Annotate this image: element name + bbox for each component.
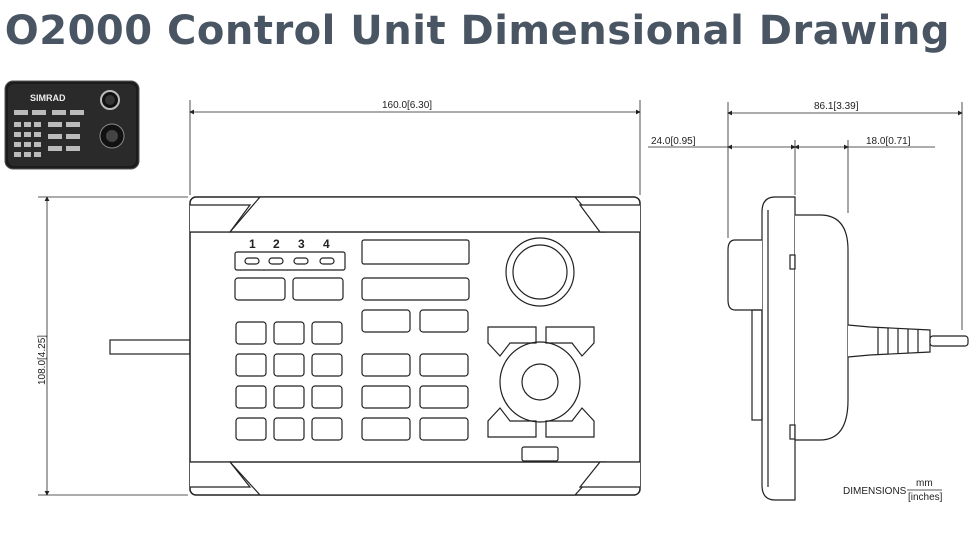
units-legend-label: DIMENSIONS — [843, 486, 907, 497]
display-window — [361, 239, 470, 265]
product-photo: SIMRAD — [4, 80, 140, 170]
cable-stub-left — [109, 339, 191, 355]
dim-front-height: 108.0[4.25] — [37, 335, 48, 385]
page-title: O2000 Control Unit Dimensional Drawing — [4, 8, 950, 54]
port-label-2: 2 — [273, 237, 280, 251]
units-legend-inches: [inches] — [908, 492, 943, 503]
port-strip — [234, 251, 346, 271]
dim-side-rear: 18.0[0.71] — [866, 136, 911, 147]
product-brand: SIMRAD — [30, 93, 66, 103]
front-view — [109, 196, 641, 496]
rotary-knob — [505, 237, 575, 307]
keypad — [235, 321, 343, 441]
port-label-4: 4 — [323, 237, 330, 251]
side-view — [727, 196, 969, 501]
dim-side-depth: 86.1[3.39] — [814, 101, 859, 112]
units-legend-mm: mm — [916, 478, 933, 489]
port-label-1: 1 — [249, 237, 256, 251]
port-label-3: 3 — [298, 237, 305, 251]
trackball-cluster — [487, 326, 595, 438]
dim-front-width: 160.0[6.30] — [382, 100, 432, 111]
units-legend: DIMENSIONS mm [inches] — [843, 478, 943, 503]
dim-side-front: 24.0[0.95] — [651, 136, 696, 147]
